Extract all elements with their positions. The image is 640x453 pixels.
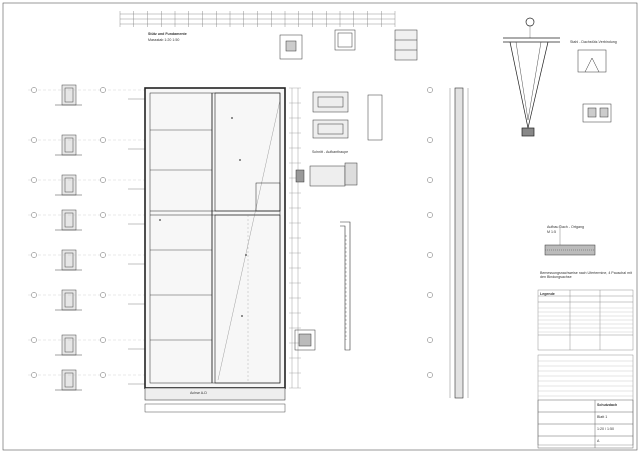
axis-bubble bbox=[427, 252, 433, 258]
title-block-scale: 1:20 / 1:50 bbox=[597, 427, 614, 431]
title-block bbox=[537, 399, 634, 449]
axis-bubble bbox=[31, 212, 37, 218]
plan-marker bbox=[241, 315, 243, 317]
section-title-steel: Stahl - Dachstütz-Verbindung bbox=[570, 40, 617, 44]
axis-bubble bbox=[31, 252, 37, 258]
axis-bubble bbox=[31, 372, 37, 378]
axis-bubbles bbox=[31, 87, 106, 378]
plan-axis-label: Achse A-D bbox=[190, 391, 207, 395]
axis-bubble bbox=[100, 177, 106, 183]
axis-bubble bbox=[100, 292, 106, 298]
title-block-index: A bbox=[597, 439, 600, 443]
scale-note: Massstab 1:20 1:50 bbox=[148, 38, 180, 42]
axis-bubble bbox=[427, 337, 433, 343]
right-details bbox=[544, 49, 612, 256]
axis-bubble bbox=[31, 87, 37, 93]
schedule-table bbox=[537, 289, 634, 446]
plan-right-dimensions bbox=[291, 88, 299, 388]
title-block-sheet: Blatt 1 bbox=[597, 415, 608, 419]
axis-bubble bbox=[31, 177, 37, 183]
plan-marker bbox=[231, 117, 233, 119]
notes-heading: Bemessungsnachweise nach Ufertermine, 4 … bbox=[540, 271, 632, 279]
axis-bubble bbox=[427, 212, 433, 218]
axis-bubble bbox=[427, 177, 433, 183]
v-column bbox=[503, 17, 560, 137]
legend-title: Legende bbox=[540, 292, 555, 296]
axis-bubble bbox=[31, 292, 37, 298]
main-plan bbox=[144, 87, 286, 413]
plan-marker bbox=[239, 159, 241, 161]
right-elevation bbox=[449, 87, 469, 399]
left-column-elevations bbox=[55, 84, 82, 391]
wall-profile bbox=[340, 221, 351, 351]
section-title-roof-detail: Aufbau Dach - Ortgang bbox=[547, 225, 584, 229]
section-title-columns: Stütz und Fundamente bbox=[148, 32, 187, 36]
axis-bubble bbox=[100, 87, 106, 93]
axis-bubble bbox=[100, 252, 106, 258]
axis-bubble bbox=[100, 137, 106, 143]
axis-bubble bbox=[427, 292, 433, 298]
axis-bubble bbox=[100, 372, 106, 378]
axis-bubble bbox=[427, 372, 433, 378]
plan-marker bbox=[245, 254, 247, 256]
axis-bubble bbox=[427, 87, 433, 93]
axis-bubble bbox=[100, 212, 106, 218]
plan-markers bbox=[159, 117, 247, 317]
section-title-roof: Schnitt - Aufkanthaupe bbox=[312, 150, 349, 154]
title-block-project: Schutzdach bbox=[597, 403, 618, 407]
plan-marker bbox=[159, 219, 161, 221]
axis-bubble bbox=[100, 337, 106, 343]
axis-bubble bbox=[31, 137, 37, 143]
axis-bubble bbox=[31, 337, 37, 343]
upper-details bbox=[279, 29, 418, 351]
axis-bubble bbox=[427, 137, 433, 143]
roof-detail-scale: M 1:5 bbox=[547, 230, 556, 234]
